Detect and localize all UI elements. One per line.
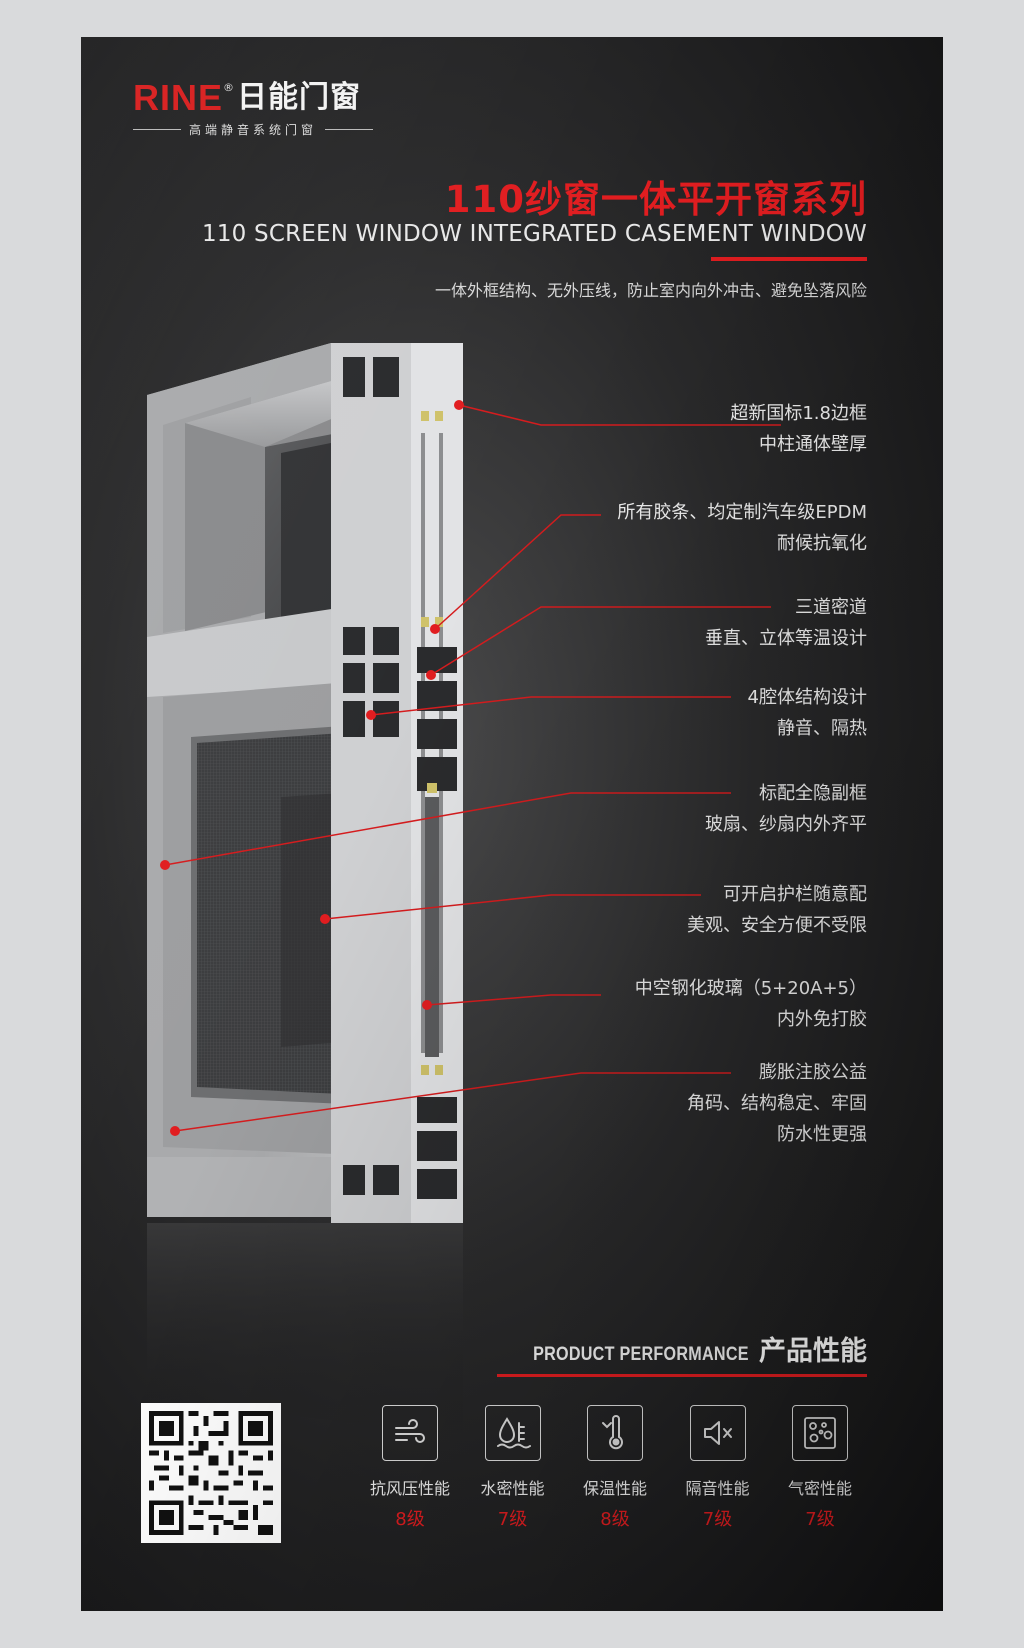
air-tightness-icon [792,1405,848,1461]
brand-logo: RINE ® 日能门窗 高端静音系统门窗 [133,77,374,138]
performance-list: 抗风压性能 8级 水密性能 7级 保温性能 8级 [365,1405,865,1531]
performance-name: 抗风压性能 [369,1479,450,1498]
sound-insulation-icon [689,1405,746,1461]
callout-line1: 超新国标1.8边框 [730,403,867,424]
water-tightness-icon [484,1405,541,1461]
logo-tagline-text: 高端静音系统门窗 [189,123,318,137]
performance-item-water: 水密性能 7级 [468,1405,558,1531]
performance-title: PRODUCT PERFORMANCE 产品性能 [495,1329,867,1368]
callout-line1: 所有胶条、均定制汽车级EPDM [617,502,867,523]
performance-level: 7级 [497,1509,528,1530]
qr-code [141,1403,281,1543]
performance-name: 气密性能 [787,1479,852,1498]
performance-title-en: PRODUCT PERFORMANCE [533,1344,749,1365]
callout-guardrail: 可开启护栏随意配 美观、安全方便不受限 [687,879,867,941]
poster: RINE ® 日能门窗 高端静音系统门窗 110纱窗一体平开窗系列 110 SC… [81,37,943,1611]
performance-level: 8级 [600,1509,630,1530]
performance-item-wind: 抗风压性能 8级 [365,1405,455,1531]
logo-rine: RINE [133,77,224,118]
callout-seal: 三道密道 垂直、立体等温设计 [705,592,867,654]
callout-line1: 三道密道 [795,597,867,618]
logo-tagline: 高端静音系统门窗 [133,121,374,138]
performance-name: 隔音性能 [685,1479,750,1498]
callout-line2: 玻扇、纱扇内外齐平 [705,814,867,835]
callout-line2: 角码、结构稳定、牢固 [687,1093,867,1114]
performance-level: 7级 [702,1509,733,1530]
callout-line1: 标配全隐副框 [759,783,867,804]
callout-line1: 膨胀注胶公益 [759,1062,867,1083]
callout-glue: 膨胀注胶公益 角码、结构稳定、牢固 防水性更强 [687,1057,867,1150]
performance-name: 水密性能 [480,1479,545,1498]
logo-chinese-name: 日能门窗 [237,80,362,115]
performance-level: 8级 [395,1509,425,1530]
callout-line2: 静音、隔热 [777,718,867,739]
callout-line1: 可开启护栏随意配 [723,884,867,905]
wind-pressure-icon [382,1405,438,1461]
window-cross-section-illustration [147,343,781,1437]
callout-frame: 超新国标1.8边框 中柱通体壁厚 [730,398,867,460]
callout-line2: 垂直、立体等温设计 [705,628,867,649]
logo-registered-mark: ® [223,81,235,94]
callout-line1: 4腔体结构设计 [747,687,867,708]
callout-line2: 美观、安全方便不受限 [687,915,867,936]
callout-glass: 中空钢化玻璃（5+20A+5） 内外免打胶 [635,973,867,1035]
performance-name: 保温性能 [582,1479,647,1498]
callout-line2: 中柱通体壁厚 [759,434,867,455]
qr-code-image [149,1411,273,1535]
callout-line1: 中空钢化玻璃（5+20A+5） [634,978,867,999]
performance-underline [497,1374,867,1377]
callout-gasket: 所有胶条、均定制汽车级EPDM 耐候抗氧化 [617,497,867,559]
performance-item-air: 气密性能 7级 [775,1405,865,1531]
page-title-cn: 110纱窗一体平开窗系列 [444,178,867,221]
callout-line3: 防水性更强 [777,1124,867,1145]
performance-item-thermal: 保温性能 8级 [570,1405,660,1531]
title-underline [711,257,867,261]
page-title-en: 110 SCREEN WINDOW INTEGRATED CASEMENT WI… [202,221,867,247]
performance-title-cn: 产品性能 [759,1336,867,1367]
performance-item-sound: 隔音性能 7级 [673,1405,763,1531]
callout-hidden-subframe: 标配全隐副框 玻扇、纱扇内外齐平 [705,778,867,840]
callout-line2: 耐候抗氧化 [777,533,867,554]
thermal-icon [587,1405,643,1461]
callout-line2: 内外免打胶 [777,1009,867,1030]
callout-chambers: 4腔体结构设计 静音、隔热 [748,682,867,744]
title-description: 一体外框结构、无外压线，防止室内向外冲击、避免坠落风险 [434,281,867,300]
performance-level: 7级 [805,1509,835,1530]
